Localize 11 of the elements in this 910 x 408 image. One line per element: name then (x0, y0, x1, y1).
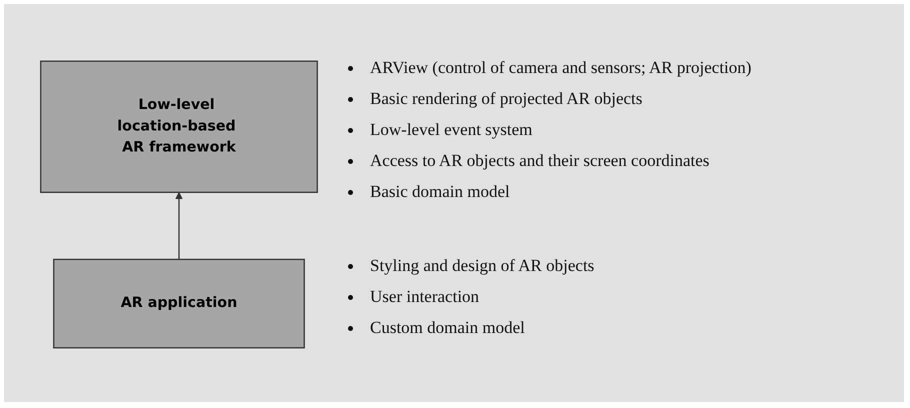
bullet-item: User interaction (370, 287, 480, 306)
bullet-item: Styling and design of AR objects (370, 256, 594, 276)
bullet-item: Basic rendering of projected AR objects (370, 89, 642, 108)
bullet-item: Low-level event system (370, 120, 532, 140)
process-box: AR application (53, 258, 305, 348)
arrow (175, 192, 183, 260)
bullet-item: Access to AR objects and their screen coordinates (370, 151, 710, 170)
bullet-item: ARView (control of camera and sensors; AR projection) (370, 58, 752, 78)
bullet-item: Custom domain model (370, 318, 525, 338)
bullet-item: Basic domain model (370, 182, 510, 202)
process-box: Low-level location-based AR framework (40, 60, 318, 193)
